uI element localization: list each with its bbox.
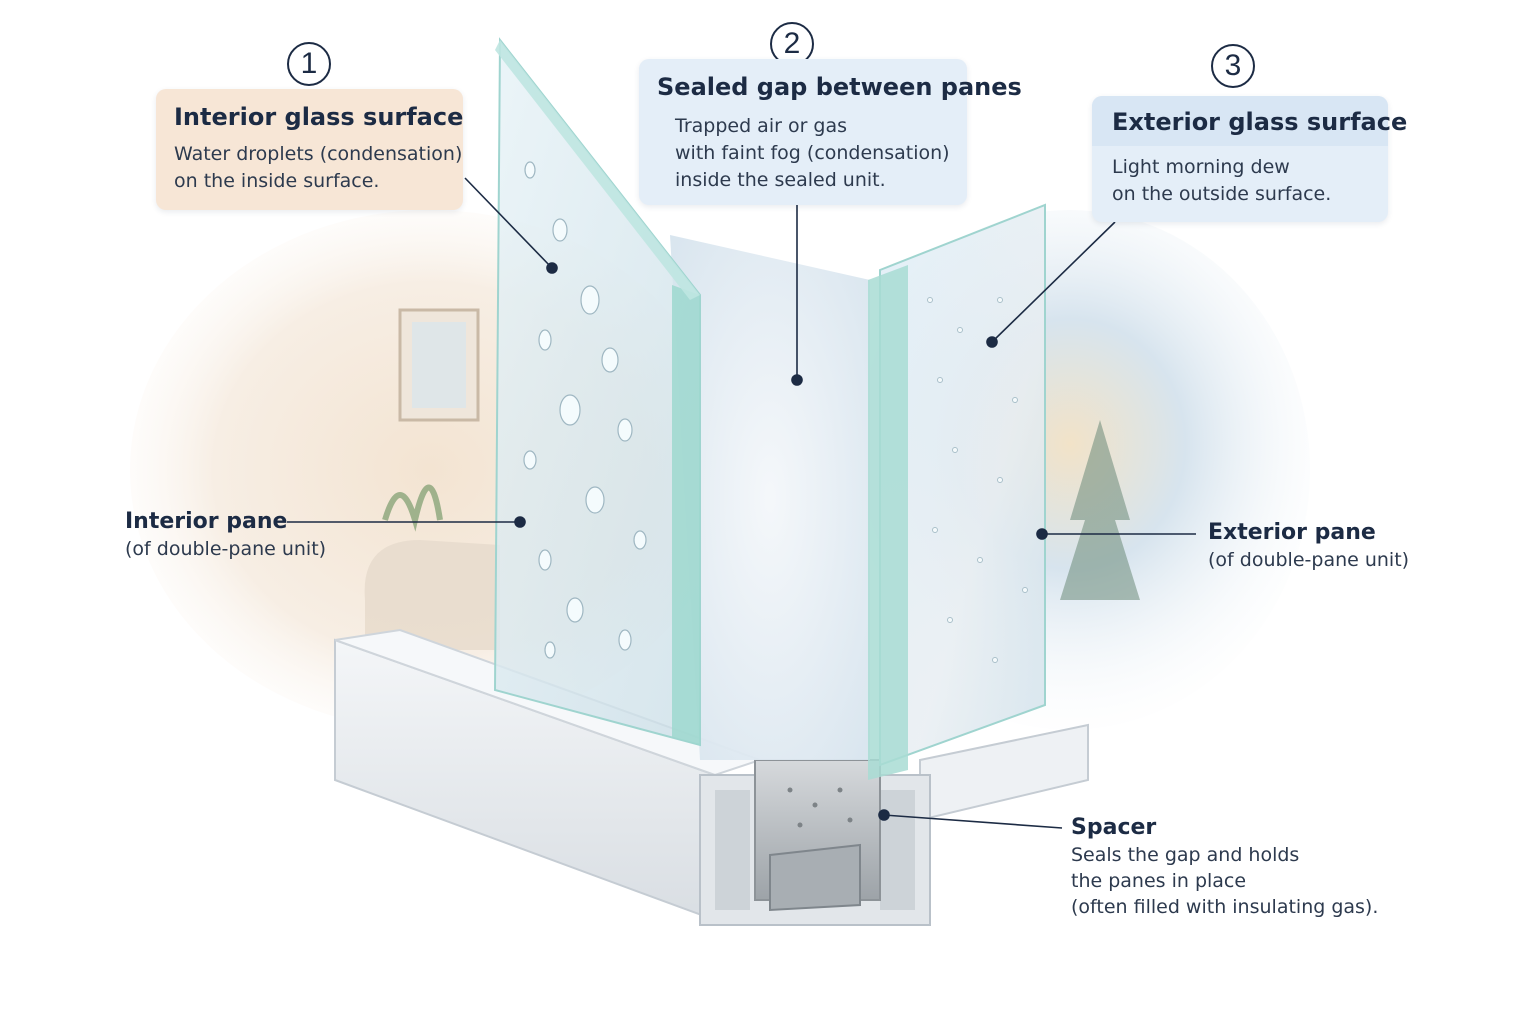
- number-badge-3: 3: [1211, 44, 1255, 88]
- label-title: Exterior pane: [1208, 520, 1376, 545]
- callout-desc-line-1: Trapped air or gas: [675, 115, 848, 137]
- number-badge-2: 2: [770, 22, 814, 66]
- callout-title: Interior glass surface: [174, 103, 464, 131]
- label-spacer: Spacer Seals the gap and holds the panes…: [1071, 815, 1378, 920]
- exterior-glass-pane: [868, 203, 1046, 780]
- label-desc-line-1: Seals the gap and holds: [1071, 844, 1300, 866]
- label-interior-pane: Interior pane (of double-pane unit): [125, 509, 326, 562]
- sealed-gap-fog: [670, 235, 870, 760]
- leader-lines: [287, 177, 1196, 829]
- callout-desc-line-2: on the inside surface.: [174, 170, 380, 192]
- number-badge-1: 1: [287, 42, 331, 86]
- callout-title: Sealed gap between panes: [657, 73, 1022, 101]
- callout-interior-glass-surface: Interior glass surface Water droplets (c…: [156, 89, 463, 210]
- label-subtitle: (of double-pane unit): [1208, 549, 1410, 571]
- label-desc-line-3: (often filled with insulating gas).: [1071, 896, 1379, 918]
- spacer-block: [754, 759, 881, 912]
- label-exterior-pane: Exterior pane (of double-pane unit): [1208, 520, 1409, 573]
- label-title: Spacer: [1071, 815, 1157, 840]
- label-subtitle: (of double-pane unit): [125, 538, 327, 560]
- exterior-dew-dots: [927, 297, 1028, 663]
- callout-desc-line-1: Light morning dew: [1112, 156, 1290, 178]
- callout-title: Exterior glass surface: [1092, 96, 1407, 146]
- callout-desc-line-2: with faint fog (condensation): [675, 142, 950, 164]
- callout-desc-line-1: Water droplets (condensation): [174, 143, 463, 165]
- callout-desc-line-3: inside the sealed unit.: [675, 169, 886, 191]
- callout-desc-line-2: on the outside surface.: [1112, 183, 1332, 205]
- label-title: Interior pane: [125, 509, 288, 534]
- interior-water-droplets: [523, 161, 647, 659]
- callout-sealed-gap: Sealed gap between panes Trapped air or …: [639, 59, 1022, 205]
- label-desc-line-2: the panes in place: [1071, 870, 1247, 892]
- callout-exterior-glass-surface: Exterior glass surface Light morning dew…: [1092, 96, 1407, 222]
